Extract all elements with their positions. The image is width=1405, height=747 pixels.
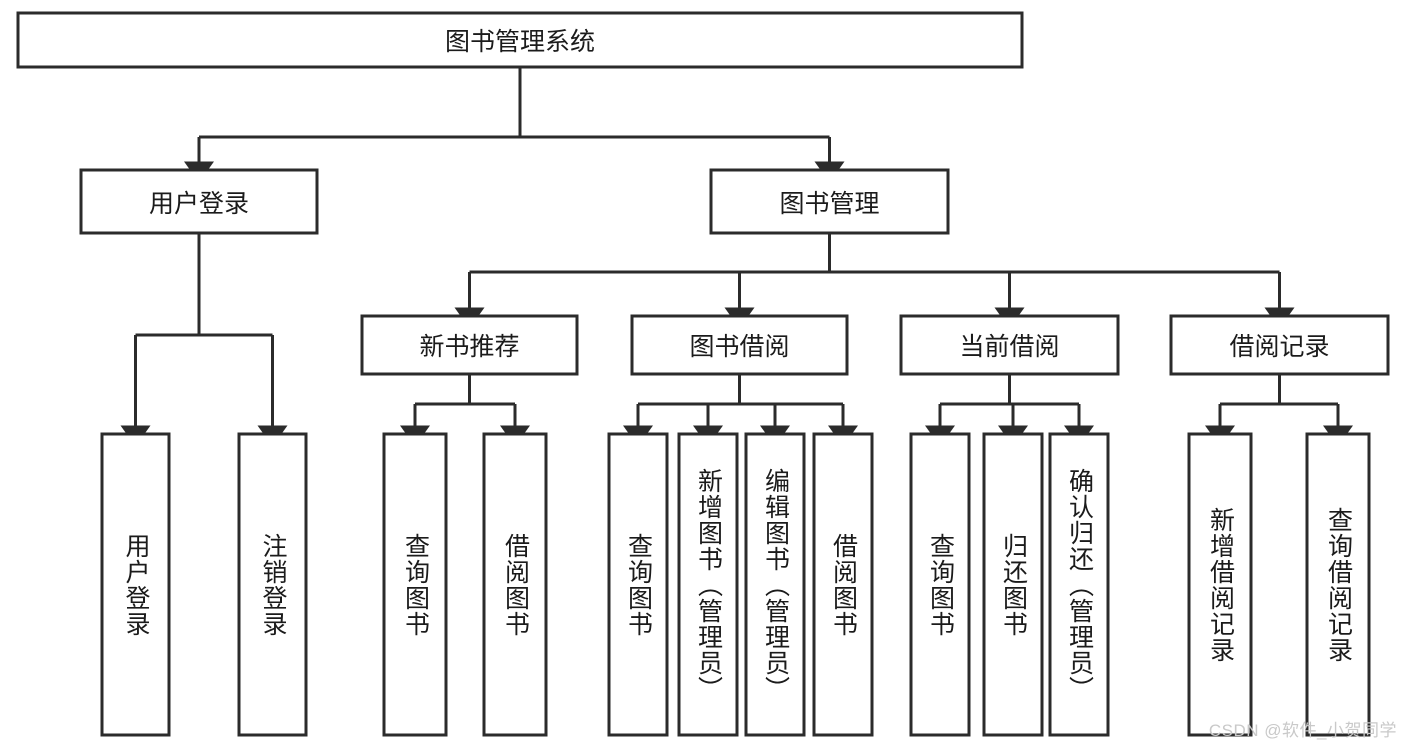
leaf-box-查询图书[interactable] [909, 432, 971, 737]
level2-box-新书推荐[interactable] [360, 314, 579, 376]
connector-lines [120, 67, 1353, 447]
leaf-box-编辑图书管理员[interactable] [744, 432, 806, 737]
level2-box-借阅记录[interactable] [1169, 314, 1390, 376]
leaf-box-查询图书[interactable] [382, 432, 448, 737]
level2-box-当前借阅[interactable] [899, 314, 1120, 376]
watermark-text: CSDN @软件_小贺同学 [1208, 721, 1397, 740]
leaf-box-查询借阅记录[interactable] [1305, 432, 1371, 737]
level1-box-用户登录[interactable] [79, 168, 319, 235]
leaf-box-新增借阅记录[interactable] [1187, 432, 1253, 737]
leaf-box-归还图书[interactable] [982, 432, 1044, 737]
level1-box-图书管理[interactable] [709, 168, 950, 235]
leaf-box-查询图书[interactable] [607, 432, 669, 737]
leaf-box-注销登录[interactable] [237, 432, 308, 737]
level2-box-图书借阅[interactable] [630, 314, 849, 376]
leaf-box-新增图书管理员[interactable] [677, 432, 739, 737]
node-boxes [16, 11, 1390, 737]
leaf-box-借阅图书[interactable] [812, 432, 874, 737]
leaf-box-确认归还管理员[interactable] [1048, 432, 1110, 737]
leaf-box-借阅图书[interactable] [482, 432, 548, 737]
root-box-图书管理系统[interactable] [16, 11, 1024, 69]
leaf-box-用户登录[interactable] [100, 432, 171, 737]
